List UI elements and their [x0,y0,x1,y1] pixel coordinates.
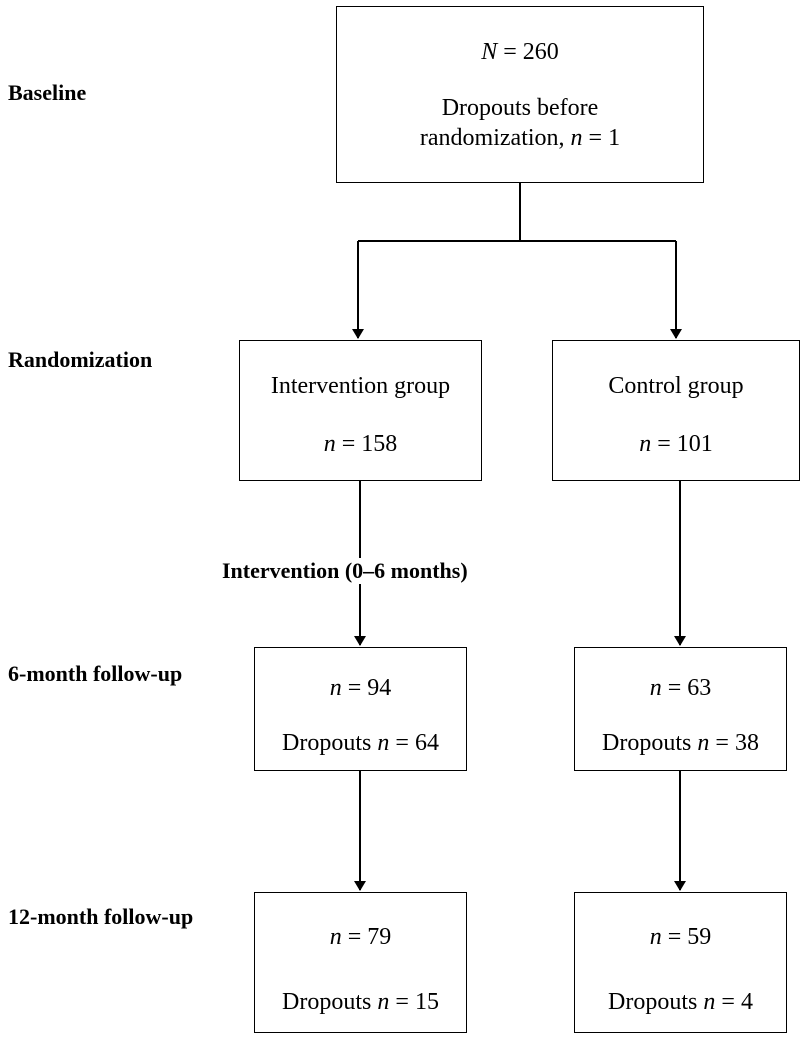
stage-label-baseline: Baseline [8,80,87,105]
control-6m-dropouts: Dropouts n = 38 [602,730,759,756]
baseline-total: N = 260 [481,39,559,65]
baseline-box: N = 260 Dropouts before randomization, n… [336,6,704,183]
baseline-dropouts-count: randomization, n = 1 [419,125,621,151]
intervention-group-box: Intervention group n = 158 [239,340,482,481]
intervention-6m-dropouts: Dropouts n = 64 [282,730,439,756]
intervention-12m-n: n = 79 [329,924,392,950]
control-6m-box: n = 63 Dropouts n = 38 [574,647,787,771]
intervention-period-label: Intervention (0–6 months) [220,558,470,584]
control-12m-dropouts: Dropouts n = 4 [608,989,753,1015]
control-group-n: n = 101 [639,431,713,457]
intervention-12m-dropouts: Dropouts n = 15 [282,989,439,1015]
baseline-dropouts-label: Dropouts before [441,95,599,121]
intervention-12m-box: n = 79 Dropouts n = 15 [254,892,467,1033]
control-12m-n: n = 59 [649,924,712,950]
stage-label-6-month-follow-up: 6-month follow-up [8,661,183,686]
control-6m-n: n = 63 [649,675,712,701]
control-12m-box: n = 59 Dropouts n = 4 [574,892,787,1033]
control-group-box: Control group n = 101 [552,340,800,481]
control-group-label: Control group [608,373,744,399]
intervention-6m-n: n = 94 [329,675,392,701]
intervention-group-label: Intervention group [270,373,451,399]
stage-label-randomization: Randomization [8,347,153,372]
stage-label-12-month-follow-up: 12-month follow-up [8,904,194,929]
intervention-6m-box: n = 94 Dropouts n = 64 [254,647,467,771]
intervention-group-n: n = 158 [323,431,398,457]
